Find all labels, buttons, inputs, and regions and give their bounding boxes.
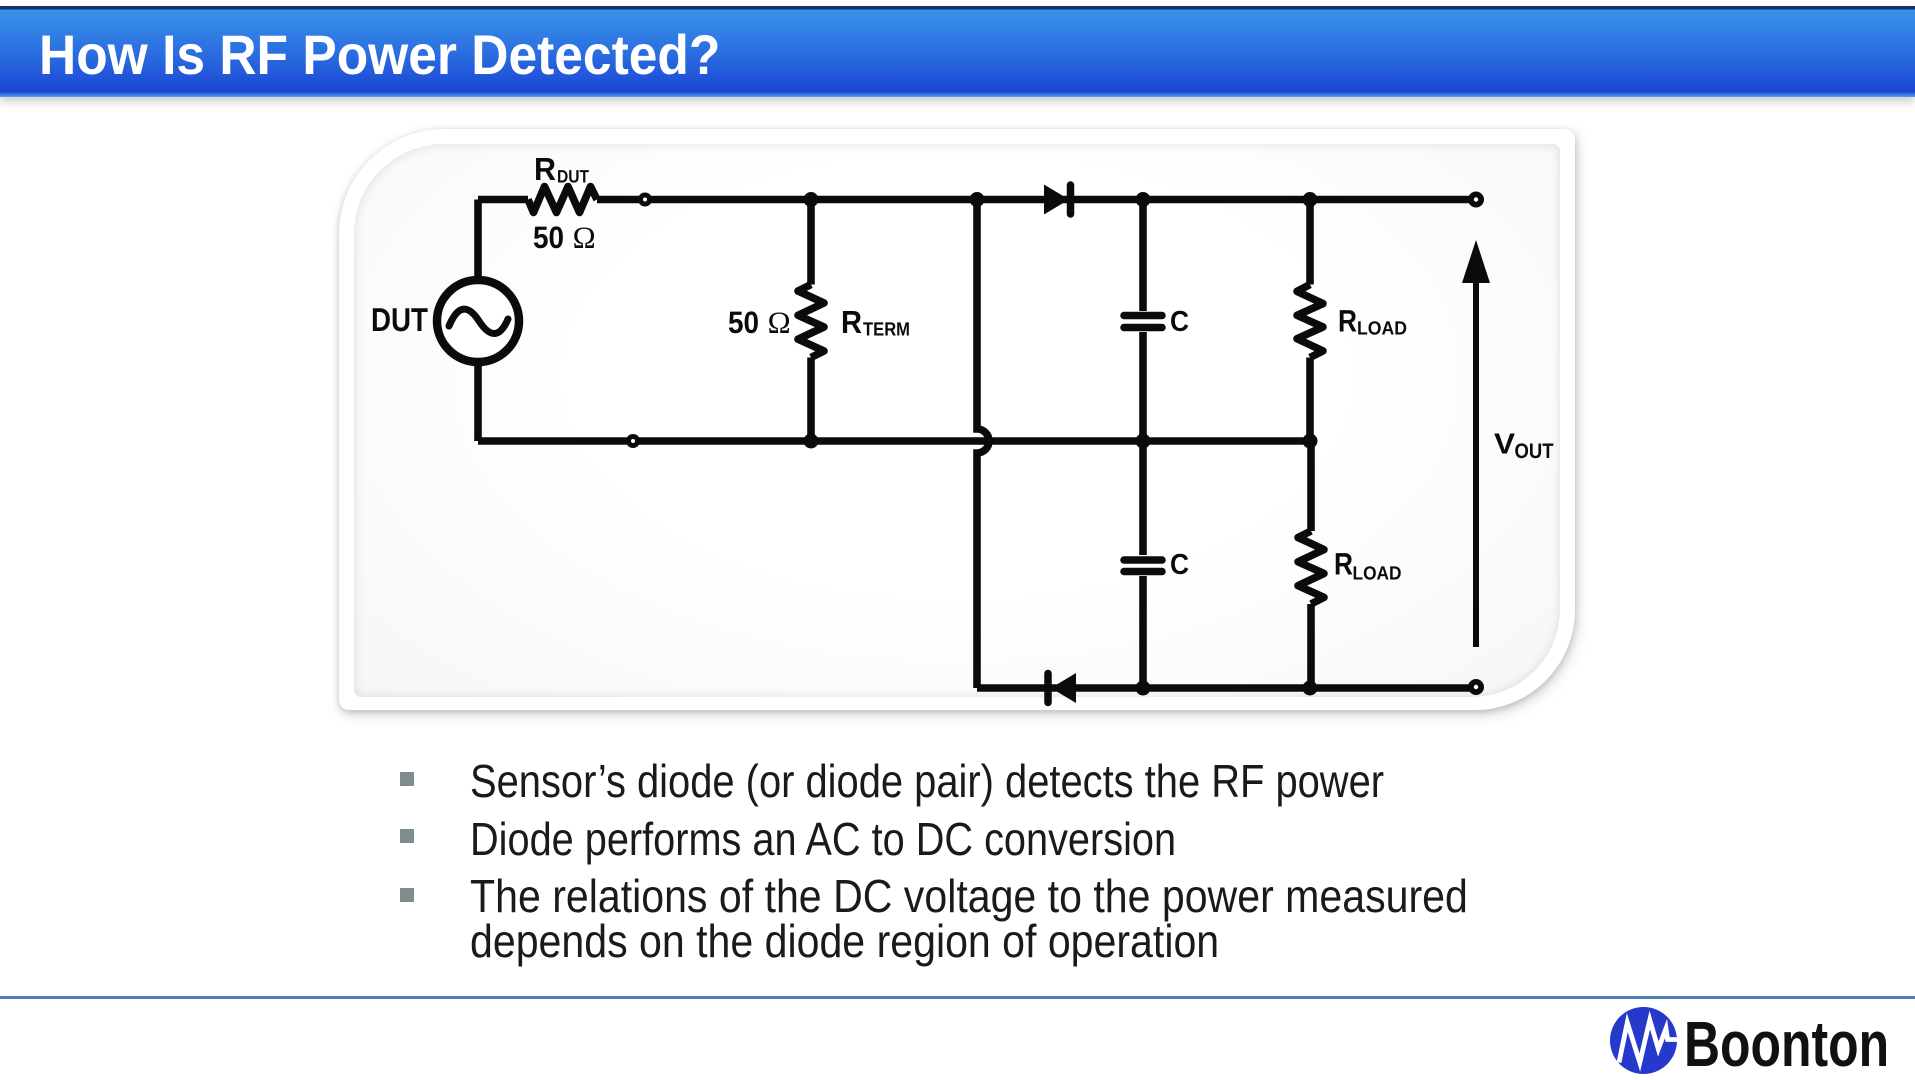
svg-text:TERM: TERM [863,320,910,341]
svg-text:DUT: DUT [557,167,589,187]
svg-text:50 Ω: 50 Ω [533,220,596,255]
svg-text:LOAD: LOAD [1353,564,1402,585]
svg-text:LOAD: LOAD [1357,319,1407,340]
svg-text:C: C [1170,549,1189,581]
svg-text:OUT: OUT [1515,440,1554,463]
svg-text:R: R [1334,547,1353,582]
svg-text:50 Ω: 50 Ω [728,305,791,340]
svg-text:V: V [1494,429,1516,461]
svg-text:R: R [534,151,556,187]
svg-text:R: R [1338,304,1357,339]
svg-text:R: R [841,304,862,340]
svg-text:C: C [1170,306,1189,338]
svg-text:DUT: DUT [371,301,428,338]
